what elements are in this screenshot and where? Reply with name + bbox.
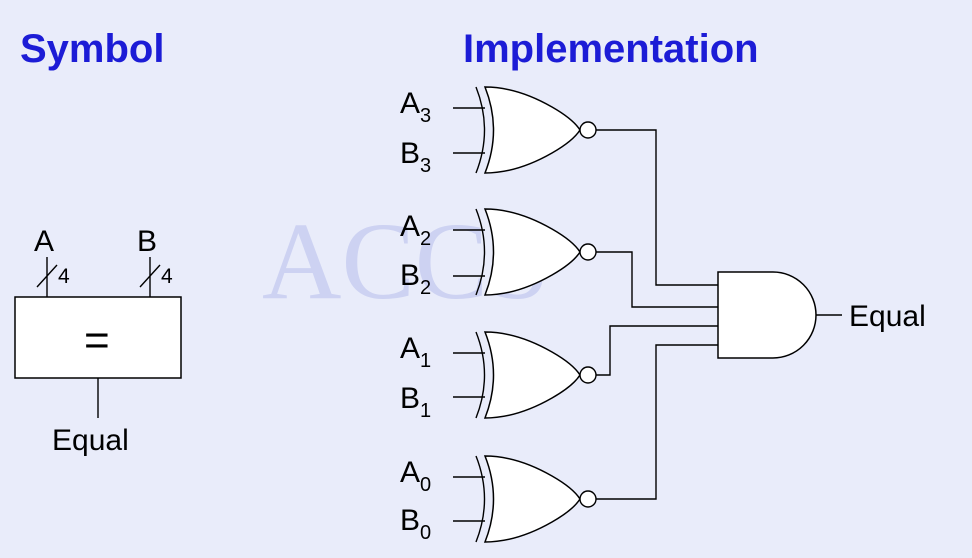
xnor-gate-3	[475, 86, 597, 174]
gate-2-input-b-label: B2	[400, 259, 431, 299]
gate-1-input-b-label: B1	[400, 382, 431, 422]
implementation-output-label: Equal	[849, 300, 926, 333]
and-gate	[717, 271, 817, 359]
wire-gate-0-to-and	[596, 344, 718, 500]
wire-gate-3-to-and	[596, 129, 718, 286]
symbol-bus-a-width: 4	[58, 265, 70, 288]
wire-gate-2-to-and	[596, 251, 718, 308]
xnor-gate-0	[475, 455, 597, 543]
symbol-bus-b-slash	[139, 264, 161, 288]
xnor-gate-2	[475, 208, 597, 296]
wire-gate-1-to-and	[596, 325, 718, 376]
gate-3-input-a-label: A3	[400, 87, 431, 127]
comparator-symbol: A B 4 4 = Equal	[14, 225, 182, 457]
gate-3-input-b-label: B3	[400, 137, 431, 177]
symbol-heading: Symbol	[20, 27, 164, 71]
gate-0-input-a-label: A0	[400, 456, 431, 496]
symbol-bus-a-slash	[36, 264, 58, 288]
implementation-heading: Implementation	[463, 27, 759, 71]
symbol-output-label: Equal	[52, 424, 129, 457]
gate-2-input-a-label: A2	[400, 210, 431, 250]
comparator-operator: =	[84, 316, 110, 365]
symbol-input-a-label: A	[34, 225, 54, 258]
gate-1-input-a-label: A1	[400, 332, 431, 372]
symbol-bus-b-width: 4	[161, 265, 173, 288]
symbol-input-b-label: B	[137, 225, 157, 258]
xnor-gate-1	[475, 331, 597, 419]
gate-0-input-b-label: B0	[400, 504, 431, 544]
